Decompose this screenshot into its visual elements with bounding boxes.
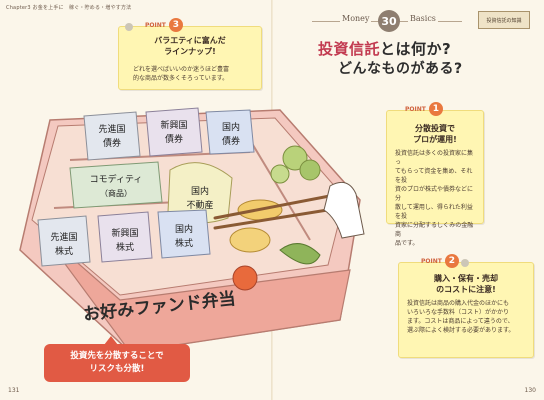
bento-tile-developed-stock: 先進国 株式	[37, 215, 91, 267]
point-3-heading-line-1: バラエティに富んだ	[154, 36, 226, 45]
point-1-number: 1	[428, 102, 443, 116]
pin-icon	[125, 23, 133, 31]
point-2-number: 2	[444, 254, 459, 268]
bento-tile-label-4: 債券	[165, 133, 183, 145]
bento-tile-label-6: 債券	[222, 135, 240, 147]
point-3-badge: POINT 3	[145, 18, 183, 32]
point-2-body-line-1: 投資信託は商品の購入代金のほかにも	[407, 300, 510, 307]
bento-tile-domestic-reit: 国内 不動産	[167, 162, 233, 224]
bento-tile-commodity: コモディティ （商品）	[69, 161, 163, 209]
point-2-body-line-3: ます。コストは商品によって違うので、	[407, 318, 514, 325]
point-1-heading-line-2: プロが運用!	[413, 135, 457, 144]
topic-stamp: 投資信託の知識	[478, 11, 530, 29]
callout-bubble: 投資先を分散することで リスクも分散!	[44, 336, 190, 382]
page-title-line-1: 投資信託とは何か?	[318, 38, 451, 59]
point-3-body-line-1: どれを選べばいいのか迷うほど豊富	[133, 66, 230, 73]
point-3-body: どれを選べばいいのか迷うほど豊富 的な商品が数多くそろっています。	[133, 65, 253, 83]
chapter-header: Chapter3 お金を上手に 稼ぐ・貯める・増やす方法	[6, 5, 132, 11]
money-basics-ribbon: Money 30 Basics	[312, 10, 462, 32]
point-1-body-line-3: 資のプロが株式や債券などに分	[395, 186, 474, 202]
bento-tile-label-13: 新興国	[111, 227, 138, 239]
bento-tile-developed-bond: 先進国 債券	[83, 111, 141, 161]
point-2-card: POINT 2 購入・保有・売却 のコストに注意! 投資信託は商品の購入代金のほ…	[398, 254, 534, 358]
bento-tile-label-10: 不動産	[186, 199, 213, 211]
point-1-card: POINT 1 分散投資で プロが運用! 投資信託は多くの投資家に集っ てもらっ…	[386, 102, 484, 247]
point-3-heading: バラエティに富んだ ラインナップ!	[119, 35, 261, 57]
point-1-body-line-2: てもらって資金を集め、それを投	[395, 168, 473, 184]
pin-icon	[461, 259, 469, 267]
title-highlight: 投資信託	[318, 40, 381, 58]
point-1-badge: POINT 1	[405, 102, 443, 116]
ribbon-basics: Basics	[408, 14, 438, 23]
point-1-body: 投資信託は多くの投資家に集っ てもらって資金を集め、それを投 資のプロが株式や債…	[395, 149, 477, 248]
point-1-body-line-1: 投資信託は多くの投資家に集っ	[395, 150, 474, 166]
bento-tile-emerging-stock: 新興国 株式	[97, 211, 153, 263]
bento-tile-label-5: 国内	[222, 121, 240, 133]
point-3-label: POINT	[145, 21, 166, 29]
point-1-body-line-4: 散して運用し、得られた利益を投	[395, 204, 473, 220]
bento-tile-label-11: 先進国	[50, 231, 77, 243]
page-title-line-2: どんなものがある?	[338, 61, 463, 77]
bento-tile-label-1: 先進国	[98, 123, 125, 135]
callout-line-2: リスクも分散!	[89, 364, 145, 374]
bento-tile-domestic-stock: 国内 株式	[157, 209, 211, 259]
bento-tile-label-14: 株式	[116, 241, 134, 253]
bento-tile-label-7: コモディティ	[90, 173, 143, 185]
point-1-label: POINT	[405, 105, 426, 113]
bento-tile-label-16: 株式	[175, 237, 193, 249]
ribbon-money: Money	[340, 14, 372, 23]
point-1-body-line-6: 品です。	[395, 240, 419, 247]
point-1-heading-line-1: 分散投資で	[415, 124, 455, 133]
point-1-heading: 分散投資で プロが運用!	[387, 123, 483, 145]
bento-tile-emerging-bond: 新興国 債券	[145, 107, 203, 157]
point-1-body-line-5: 資家に分配するしくみの金融商	[395, 222, 474, 238]
point-2-label: POINT	[421, 257, 442, 265]
bento-tile-label-9: 国内	[191, 185, 209, 197]
point-2-heading-line-1: 購入・保有・売却	[434, 274, 498, 283]
point-2-heading-line-2: のコストに注意!	[436, 285, 496, 294]
bento-tile-label-3: 新興国	[160, 119, 187, 131]
page-number-left: 131	[8, 387, 20, 394]
bento-illustration: 先進国 債券 新興国 債券 国内 債券 コモディティ （商品） 国内 不動産 先…	[19, 107, 365, 353]
point-2-badge: POINT 2	[421, 254, 459, 268]
point-3-body-line-2: 的な商品が数多くそろっています。	[133, 75, 229, 82]
bento-tile-label-2: 債券	[103, 137, 121, 149]
point-3-card: POINT 3 バラエティに富んだ ラインナップ! どれを選べばいいのか迷うほど…	[118, 18, 262, 90]
point-2-body: 投資信託は商品の購入代金のほかにも いろいろな手数料（コスト）がかかり ます。コ…	[407, 299, 527, 335]
bento-tile-label-12: 株式	[55, 245, 73, 257]
callout-line-1: 投資先を分散することで	[70, 351, 164, 361]
bento-tile-label-15: 国内	[175, 223, 193, 235]
point-3-heading-line-2: ラインナップ!	[164, 47, 216, 56]
point-2-body-line-2: いろいろな手数料（コスト）がかかり	[407, 309, 510, 316]
point-2-heading: 購入・保有・売却 のコストに注意!	[399, 273, 533, 295]
section-number-badge: 30	[378, 10, 400, 32]
title-rest: とは何か?	[380, 40, 452, 58]
bento-tile-label-8: （商品）	[100, 188, 132, 198]
bento-tile-domestic-bond: 国内 債券	[205, 109, 255, 155]
point-3-number: 3	[168, 18, 183, 32]
point-2-body-line-4: 選ぶ際によく検討する必要があります。	[407, 327, 515, 334]
page-number-right: 130	[524, 387, 536, 394]
